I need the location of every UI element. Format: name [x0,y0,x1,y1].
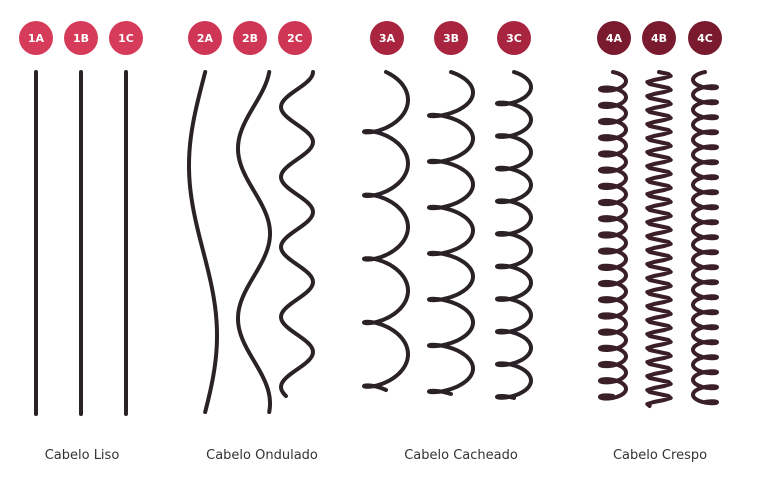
strand-2b [236,70,272,414]
group-cacheado: 3A 3B 3C Cabelo Cacheado [362,21,533,463]
strands-crespo [598,70,719,408]
badge-2a-label: 2A [197,32,214,45]
badge-3b-circle [434,21,468,55]
strand-3a [362,70,410,392]
group-ondulado: 2A 2B 2C Cabelo Ondulado [187,21,318,463]
strand-3c [495,70,533,400]
badge-3a-circle [370,21,404,55]
badge-2a-circle [188,21,222,55]
badge-1a-circle [19,21,53,55]
strands-cacheado [362,70,533,400]
badge-4c-circle [688,21,722,55]
badge-2c-circle [278,21,312,55]
badge-4a: 4A [597,21,631,55]
badge-1a-label: 1A [28,32,45,45]
strand-4c [691,70,719,406]
badge-1b: 1B [64,21,98,55]
strands-ondulado [187,70,315,414]
strands-liso [34,70,128,416]
badge-2b-circle [233,21,267,55]
strand-4b [645,70,673,408]
badge-1b-label: 1B [73,32,89,45]
category-label-ondulado: Cabelo Ondulado [206,448,318,463]
badge-1c-label: 1C [118,32,134,45]
badge-3c-label: 3C [506,32,522,45]
category-label-cacheado: Cabelo Cacheado [404,448,518,463]
strand-2a [187,70,219,414]
badge-3b-label: 3B [443,32,459,45]
badge-1c-circle [109,21,143,55]
badge-3c-circle [497,21,531,55]
badge-4b-circle [642,21,676,55]
strand-2c [279,70,315,398]
badge-2c: 2C [278,21,312,55]
badge-1b-circle [64,21,98,55]
badge-4b-label: 4B [651,32,667,45]
group-liso: 1A 1B 1C Cabelo Liso [19,21,143,463]
category-label-liso: Cabelo Liso [45,448,120,463]
badge-1a: 1A [19,21,53,55]
strand-3b [427,70,475,396]
badge-4a-circle [597,21,631,55]
badge-1c: 1C [109,21,143,55]
badge-2b: 2B [233,21,267,55]
badge-2b-label: 2B [242,32,258,45]
badge-3a-label: 3A [379,32,396,45]
badge-3b: 3B [434,21,468,55]
badge-3a: 3A [370,21,404,55]
badge-4c: 4C [688,21,722,55]
category-label-crespo: Cabelo Crespo [613,448,707,463]
badge-4b: 4B [642,21,676,55]
group-crespo: 4A 4B 4C Cabelo Crespo [597,21,722,463]
badge-4c-label: 4C [697,32,713,45]
strand-4a [598,70,628,401]
badge-2c-label: 2C [287,32,303,45]
badge-3c: 3C [497,21,531,55]
badge-4a-label: 4A [606,32,623,45]
badge-2a: 2A [188,21,222,55]
